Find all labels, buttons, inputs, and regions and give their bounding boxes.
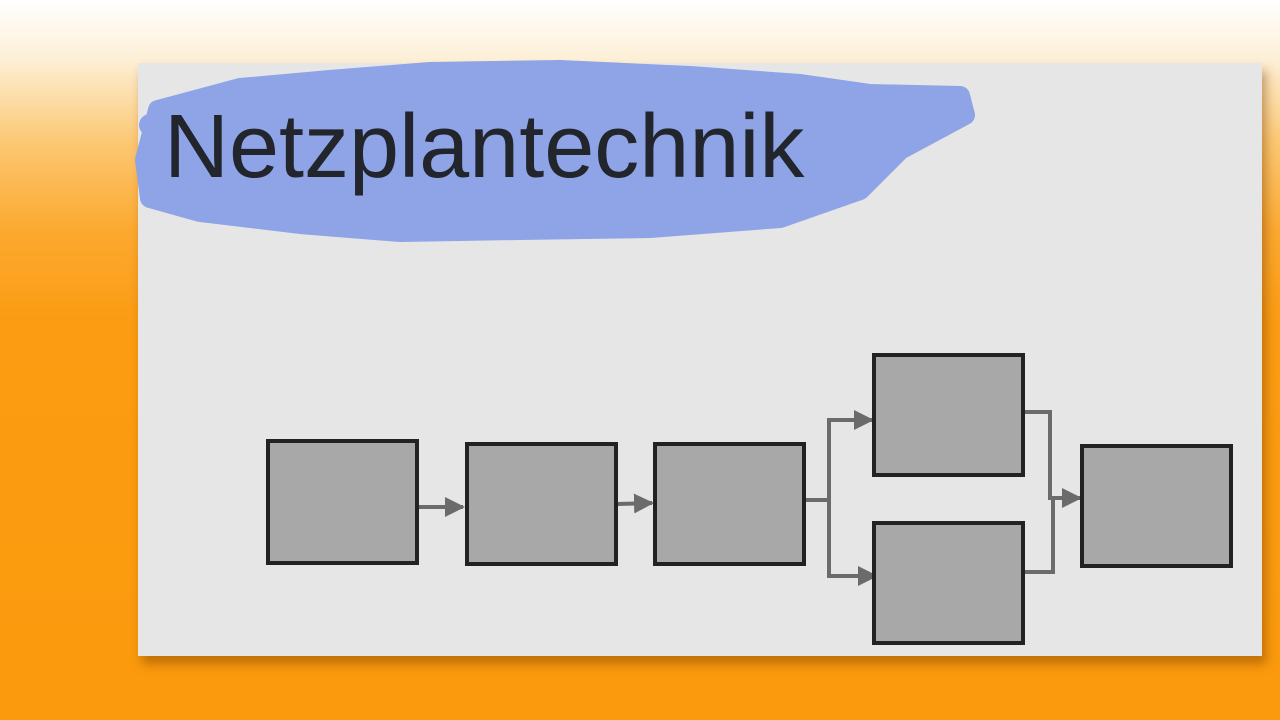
page-title: Netzplantechnik <box>164 97 805 197</box>
node-box-6 <box>1080 444 1233 568</box>
node-box-5 <box>872 521 1025 645</box>
node-box-1 <box>266 439 419 565</box>
edge-n5-join <box>1025 500 1055 574</box>
edge-n4-join <box>1023 410 1052 500</box>
node-box-2 <box>465 442 618 566</box>
node-box-3 <box>653 442 806 566</box>
edge-n2-n3 <box>616 493 654 514</box>
connector-lines <box>418 410 1082 586</box>
node-boxes <box>266 353 1233 645</box>
title-highlight <box>135 60 975 242</box>
node-box-4 <box>872 353 1025 477</box>
edge-n3-n5 <box>827 500 878 586</box>
edge-n3-n4 <box>827 410 874 500</box>
